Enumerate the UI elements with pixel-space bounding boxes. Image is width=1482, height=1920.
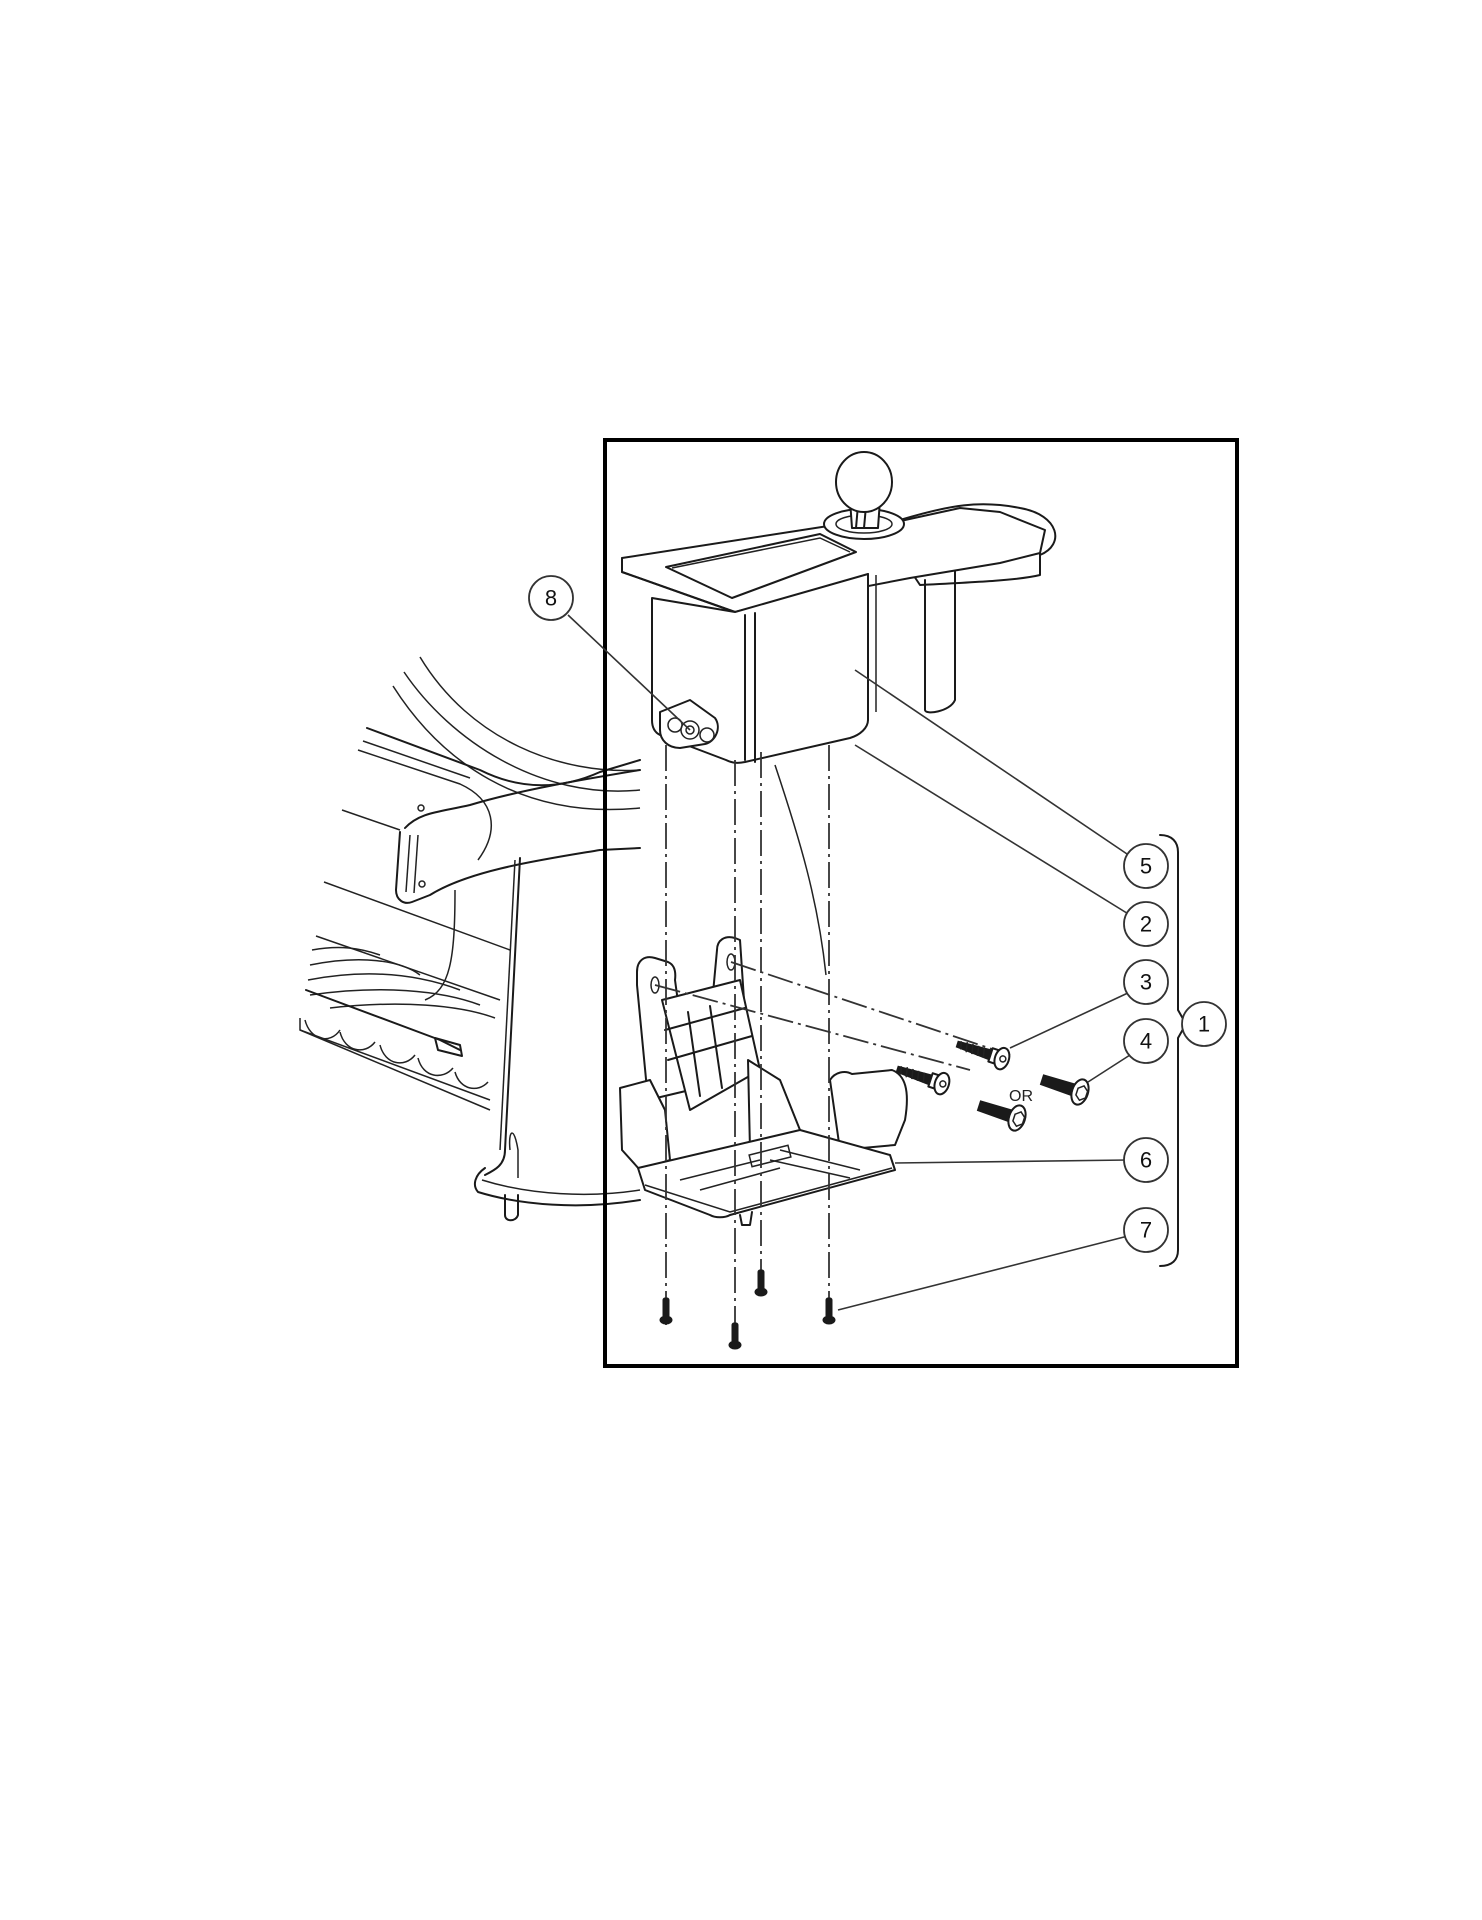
screw-torx-part-3-lower [895,1065,951,1096]
bolt-hex-part-4-lower [976,1100,1027,1132]
callout-1: 1 [1181,1001,1227,1047]
screw-torx-part-3-upper [955,1040,1011,1071]
vehicle-console-context [299,656,641,1222]
callout-2: 2 [1123,901,1169,947]
leader-lines [567,614,1131,1311]
svg-text:1: 1 [1198,1012,1210,1037]
callout-3: 3 [1123,959,1169,1005]
or-label: OR [1009,1088,1033,1105]
bottom-screws-part-7 [659,1269,836,1350]
bolt-hex-part-4-upper [1039,1074,1090,1106]
svg-text:8: 8 [545,586,557,611]
callout-6: 6 [1123,1137,1169,1183]
storage-bin-part-5 [621,451,1057,764]
harness-curve [774,764,827,976]
detail-frame [603,438,1239,1368]
svg-text:7: 7 [1140,1218,1152,1243]
svg-text:2: 2 [1140,912,1152,937]
svg-text:5: 5 [1140,854,1152,879]
mounting-bracket-part-6 [619,936,908,1226]
svg-text:6: 6 [1140,1148,1152,1173]
callout-5: 5 [1123,843,1169,889]
alignment-centerlines [654,745,1011,1345]
joystick-knob [835,451,893,513]
svg-text:4: 4 [1140,1029,1152,1054]
callout-8: 8 [528,575,574,621]
callout-4: 4 [1123,1018,1169,1064]
callout-7: 7 [1123,1207,1169,1253]
svg-text:3: 3 [1140,970,1152,995]
